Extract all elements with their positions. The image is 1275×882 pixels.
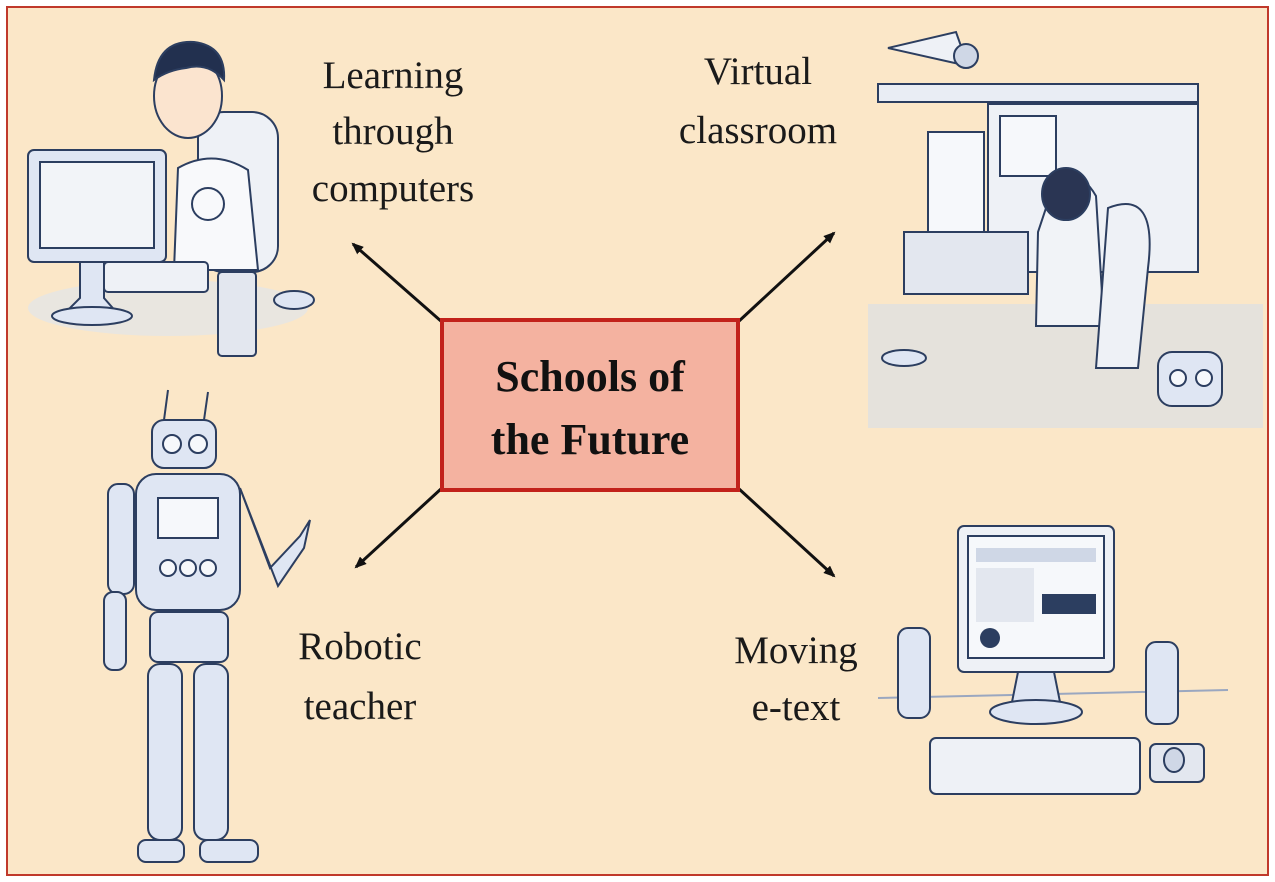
label-robotic: Robotic	[298, 625, 422, 668]
label-classroom: classroom	[679, 109, 837, 152]
arrow-to-virtual-classroom	[736, 231, 836, 324]
arrow-to-moving-e-text	[736, 486, 836, 578]
diagram-frame: Schools of the Future Learning through c…	[6, 6, 1269, 876]
label-computers: computers	[312, 167, 474, 210]
center-title-line2: the Future	[491, 415, 689, 464]
label-through: through	[332, 110, 453, 153]
center-node	[440, 318, 740, 492]
center-title-line1: Schools of	[495, 352, 686, 401]
robot-teacher-illustration	[103, 389, 311, 863]
label-e-text: e-text	[752, 686, 841, 729]
label-virtual: Virtual	[704, 50, 812, 93]
boy-at-computer-illustration	[27, 40, 315, 357]
desktop-computer-illustration	[877, 525, 1229, 795]
label-learning: Learning	[323, 54, 464, 97]
label-moving: Moving	[734, 629, 858, 672]
label-teacher: teacher	[304, 685, 417, 728]
arrow-to-robotic-teacher	[354, 486, 444, 569]
student-virtual-classroom-illustration	[868, 30, 1263, 428]
arrow-to-learning-through-computers	[351, 242, 443, 324]
diagram-canvas: Schools of the Future Learning through c…	[8, 8, 1267, 874]
